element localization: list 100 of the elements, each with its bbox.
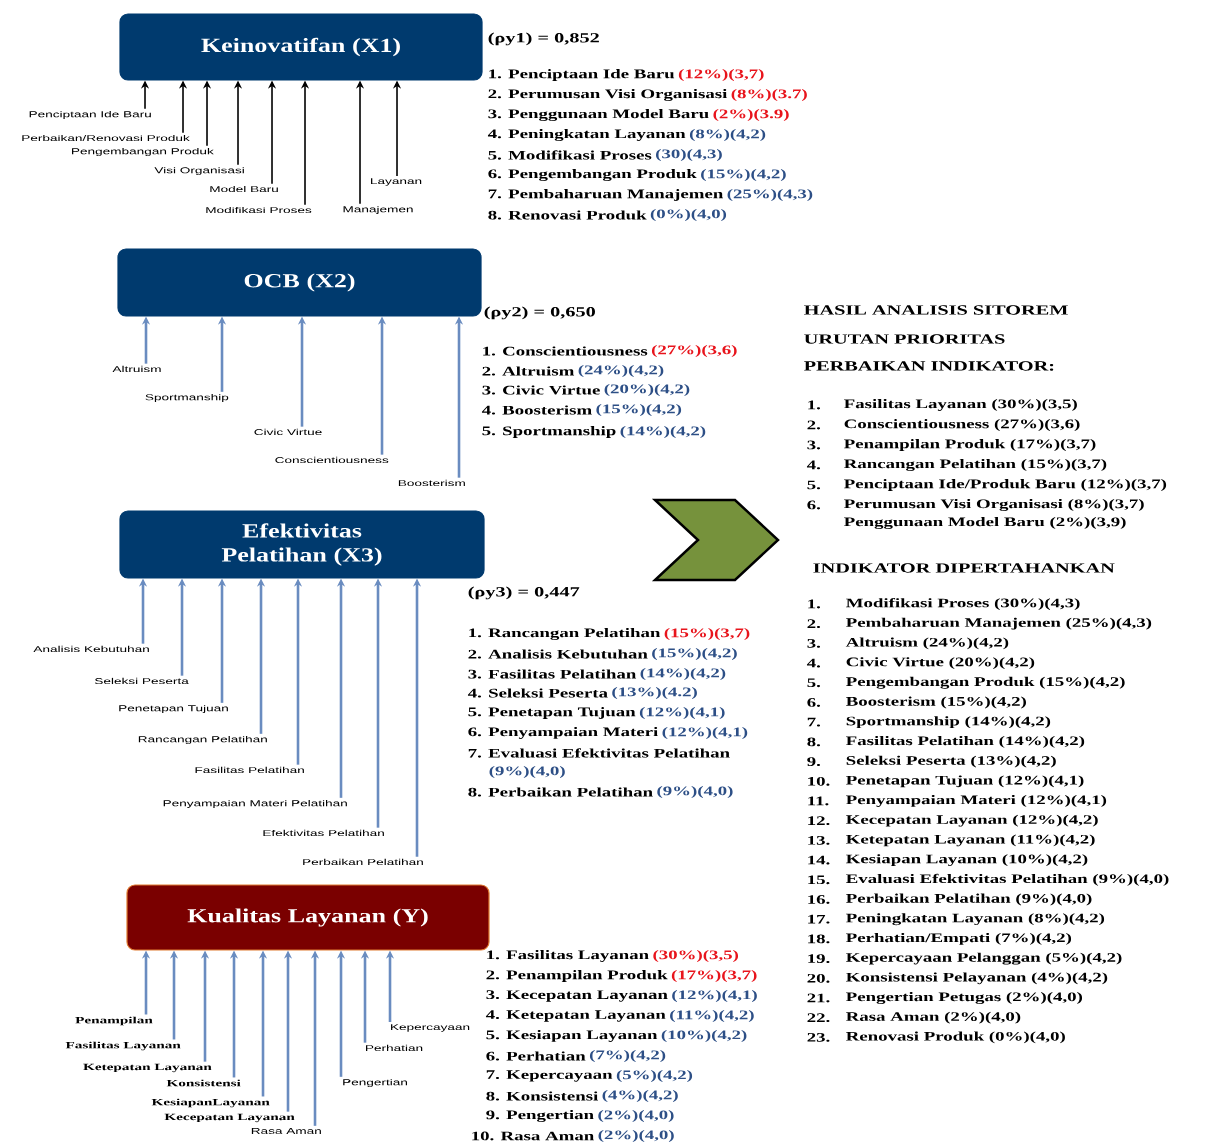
indicator-list-item: Peningkatan Layanan (8%)(4,2) bbox=[846, 913, 1105, 926]
indicator-label: Konsistensi bbox=[166, 1079, 241, 1087]
indicator-list-item: 9. Pengertian bbox=[486, 1110, 594, 1122]
indicator-label: Fasilitas Layanan bbox=[65, 1041, 181, 1051]
score-value: (15%)(4,2) bbox=[652, 648, 737, 660]
indicator-list-item: 1. Fasilitas Layanan bbox=[487, 950, 649, 962]
indicator-list-item: Pembaharuan Manajemen (25%)(4,3) bbox=[846, 617, 1152, 630]
indicator-list-item: 5. Penetapan Tujuan bbox=[468, 707, 636, 719]
indicator-list-item: Sportmanship (14%)(4,2) bbox=[846, 716, 1051, 729]
indicator-list-item: Penciptaan Ide/Produk Baru (12%)(3,7) bbox=[844, 479, 1167, 491]
list-number: 6. bbox=[807, 500, 820, 510]
indicator-list-item: Kepercayaan Pelanggan (5%)(4,2) bbox=[846, 952, 1122, 965]
indicator-list-item: Seleksi Peserta (13%)(4,2) bbox=[846, 755, 1056, 768]
heading: PERBAIKAN INDIKATOR: bbox=[804, 361, 1054, 371]
score-value: (12%)(4,1) bbox=[672, 990, 757, 1002]
score-value: (2%)(3.9) bbox=[713, 109, 789, 121]
score-value: (2%)(4,0) bbox=[598, 1130, 674, 1142]
indicator-list-item: Fasilitas Pelatihan (14%)(4,2) bbox=[846, 736, 1085, 748]
indicator-label: Penetapan Tujuan bbox=[119, 705, 228, 713]
list-number: 9. bbox=[807, 757, 820, 766]
indicator-list-item: 10. Rasa Aman bbox=[472, 1131, 594, 1141]
indicator-list-item: 6. Pengembangan Produk bbox=[488, 169, 697, 181]
heading: INDIKATOR DIPERTAHANKAN bbox=[813, 563, 1115, 573]
indicator-list-item: 7. Pembaharuan Manajemen bbox=[488, 189, 723, 201]
indicator-list-item: 8. Konsistensi bbox=[486, 1091, 598, 1101]
indicator-list-item: 5. Modifikasi Proses bbox=[488, 150, 652, 160]
indicator-list-item: Altruism (24%)(4,2) bbox=[845, 637, 1009, 650]
list-number: 11. bbox=[808, 796, 829, 806]
list-number: 4. bbox=[806, 460, 820, 470]
indicator-label: Altruism bbox=[112, 365, 161, 373]
score-value: (2%)(4,0) bbox=[598, 1110, 674, 1122]
indicator-list-item: Perbaikan Pelatihan (9%)(4,0) bbox=[846, 893, 1092, 906]
indicator-list-item: Perumusan Visi Organisasi (8%)(3,7) bbox=[844, 499, 1144, 511]
indicator-list-item: 4. Seleksi Peserta bbox=[467, 688, 608, 698]
indicator-list-item: 2. Altruism bbox=[482, 366, 575, 376]
indicator-label: Kepercayaan bbox=[391, 1024, 470, 1032]
coefficient-text: (ρy3) = 0,447 bbox=[468, 586, 580, 600]
score-value: (24%)(4,2) bbox=[578, 365, 664, 377]
score-value: (25%)(4,3) bbox=[727, 189, 813, 201]
indicator-label: Ketepatan Layanan bbox=[83, 1063, 212, 1073]
construct-box: OCB (X2) bbox=[117, 248, 482, 317]
indicator-list-item: 2. Penampilan Produk bbox=[486, 970, 668, 982]
score-value: (9%)(4,0) bbox=[489, 766, 565, 778]
score-value: (30%)(3,5) bbox=[653, 950, 739, 962]
indicator-list-item: 1. Conscientiousness bbox=[483, 346, 648, 356]
indicator-label: Conscientiousness bbox=[275, 456, 389, 464]
indicator-list-item: Penetapan Tujuan (12%)(4,1) bbox=[846, 775, 1084, 788]
indicator-list-item: 6. Perhatian bbox=[486, 1051, 586, 1061]
indicator-list-item: Rasa Aman (2%)(4,0) bbox=[846, 1011, 1021, 1024]
indicator-label: Analisis Kebutuhan bbox=[33, 645, 149, 653]
list-number: 23. bbox=[807, 1033, 830, 1042]
indicator-list-item: 1. Rancangan Pelatihan bbox=[469, 628, 661, 640]
indicator-list-item: 4. Boosterism bbox=[481, 405, 592, 415]
score-value: (27%)(3,6) bbox=[651, 345, 737, 357]
score-value: (8%)(4,2) bbox=[689, 129, 766, 141]
indicator-list-item: Boosterism (15%)(4,2) bbox=[846, 696, 1026, 709]
score-value: (12%)(4,1) bbox=[639, 707, 725, 719]
score-value: (7%)(4,2) bbox=[589, 1050, 666, 1062]
indicator-list-item: 7. Kepercayaan bbox=[486, 1070, 613, 1082]
indicator-label: Perhatian bbox=[366, 1044, 423, 1052]
indicator-list-item: 5. Kesiapan Layanan bbox=[486, 1030, 658, 1042]
list-number: 1. bbox=[808, 400, 820, 410]
indicator-label: Fasilitas Pelatihan bbox=[195, 766, 304, 774]
list-number: 4. bbox=[806, 658, 820, 668]
indicator-list-item: 6. Penyampaian Materi bbox=[468, 727, 658, 739]
list-number: 5. bbox=[807, 678, 820, 688]
indicator-list-item: 2. Analisis Kebutuhan bbox=[468, 649, 648, 659]
list-number: 1. bbox=[808, 599, 820, 609]
list-number: 15. bbox=[808, 875, 830, 885]
list-number: 2. bbox=[807, 420, 820, 430]
indicator-label: Sportmanship bbox=[145, 394, 229, 402]
list-number: 5. bbox=[807, 480, 820, 490]
indicator-list-item: Rancangan Pelatihan (15%)(3,7) bbox=[844, 459, 1107, 471]
indicator-label: Penyampaian Materi Pelatihan bbox=[163, 800, 347, 808]
indicator-list-item: Penggunaan Model Baru (2%)(3,9) bbox=[844, 517, 1126, 529]
list-number: 20. bbox=[807, 973, 830, 983]
indicator-list-item: Penampilan Produk (17%)(3,7) bbox=[844, 439, 1096, 451]
indicator-label: Boosterism bbox=[398, 479, 465, 487]
construct-box: Keinovatifan (X1) bbox=[119, 13, 483, 81]
indicator-list-item: Kecepatan Layanan (12%)(4,2) bbox=[846, 814, 1098, 827]
coefficient-text: (ρy2) = 0,650 bbox=[484, 306, 595, 320]
indicator-label: Manajemen bbox=[343, 206, 413, 214]
indicator-list-item: Perhatian/Empati (7%)(4,2) bbox=[846, 933, 1072, 945]
heading: HASIL ANALISIS SITOREM bbox=[804, 305, 1068, 315]
indicator-list-item: Modifikasi Proses (30%)(4,3) bbox=[846, 598, 1080, 610]
indicator-list-item: Kesiapan Layanan (10%)(4,2) bbox=[846, 854, 1088, 866]
indicator-list-item: Pengembangan Produk (15%)(4,2) bbox=[846, 676, 1125, 689]
indicator-label: Penciptaan Ide Baru bbox=[29, 111, 151, 119]
construct-box: Efektivitas Pelatihan (X3) bbox=[119, 510, 485, 579]
indicator-list-item: 3. Civic Virtue bbox=[482, 385, 600, 395]
list-number: 17. bbox=[808, 914, 830, 924]
indicator-label: Kecepatan Layanan bbox=[164, 1113, 295, 1123]
score-value: (0%)(4,0) bbox=[650, 209, 727, 221]
indicator-list-item: 4. Ketepatan Layanan bbox=[485, 1010, 666, 1022]
indicator-list-item: 7. Evaluasi Efektivitas Pelatihan bbox=[468, 748, 730, 758]
indicator-list-item: Fasilitas Layanan (30%)(3,5) bbox=[844, 399, 1077, 411]
list-number: 16. bbox=[808, 895, 830, 904]
indicator-label: Seleksi Peserta bbox=[94, 677, 189, 685]
score-value: (5%)(4,2) bbox=[616, 1070, 693, 1082]
indicator-list-item: Evaluasi Efektivitas Pelatihan (9%)(4,0) bbox=[846, 873, 1169, 886]
